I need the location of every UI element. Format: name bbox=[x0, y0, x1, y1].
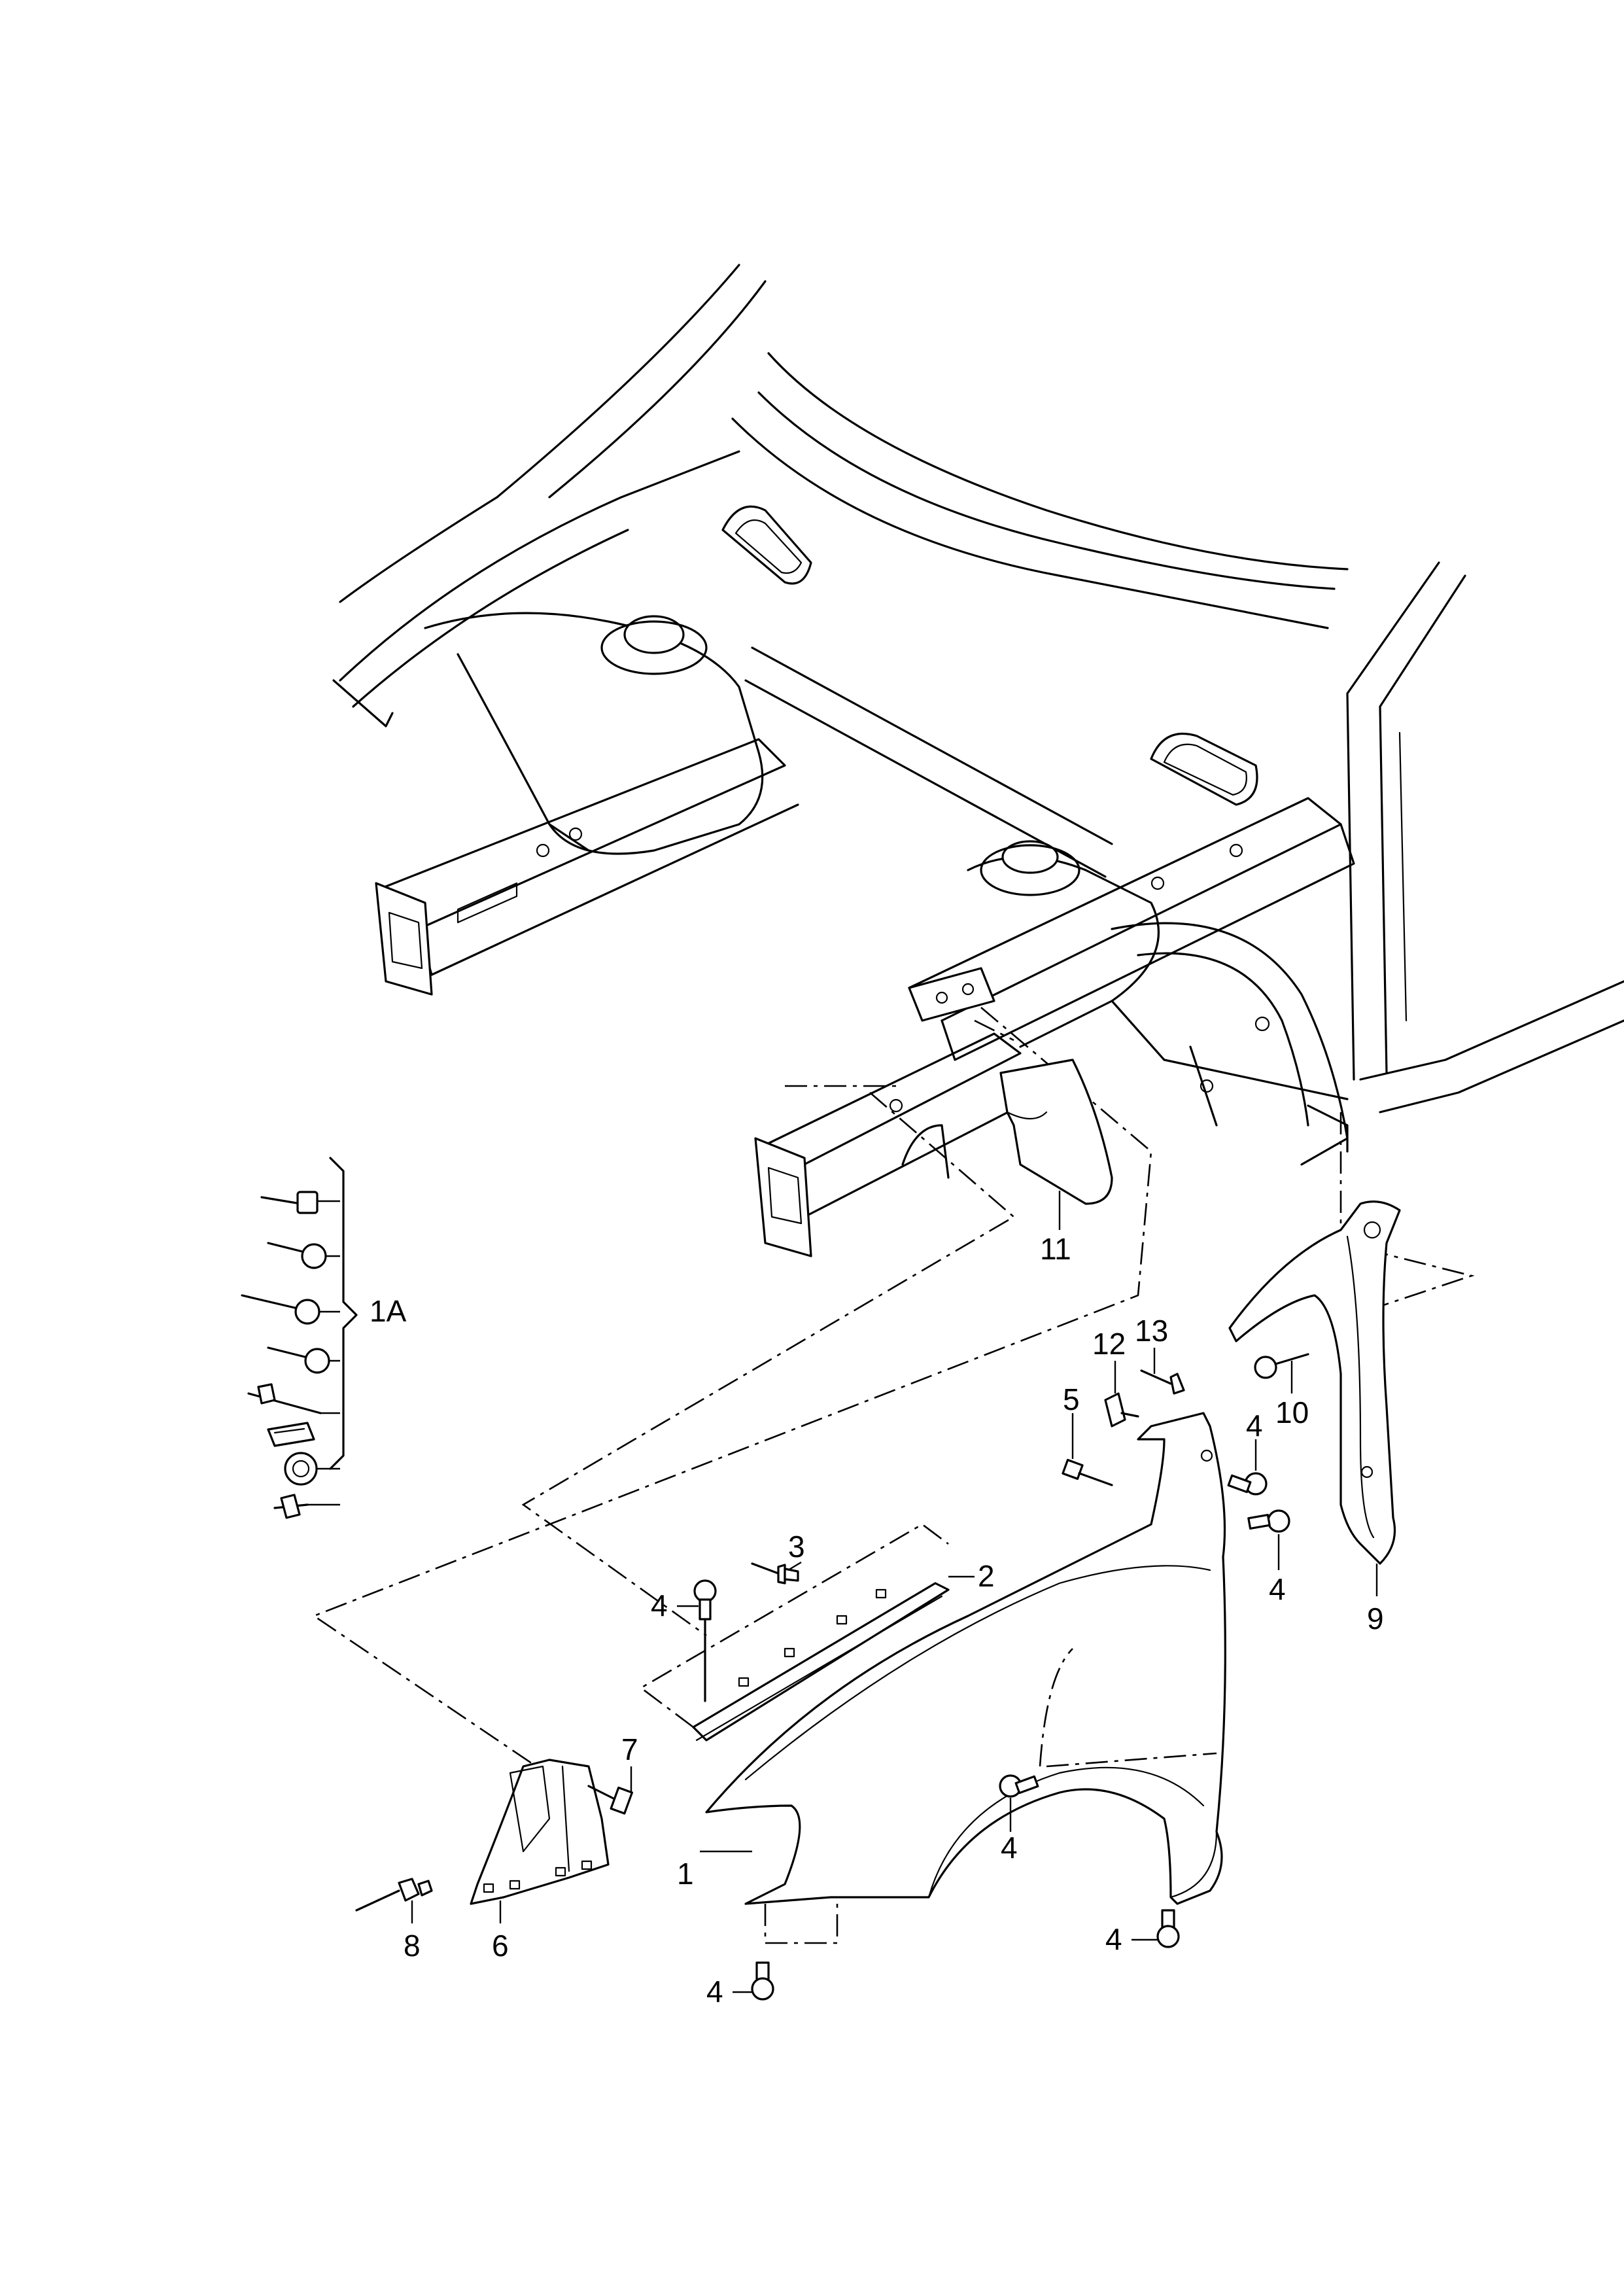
callout-10: 10 bbox=[1275, 1395, 1309, 1429]
callout-4-strip: 4 bbox=[651, 1588, 668, 1622]
part-4-bolts bbox=[677, 1439, 1290, 2001]
part-7-bolt bbox=[587, 1766, 634, 1815]
callout-labels: 1 1A 2 3 4 4 4 4 4 4 5 6 7 8 9 10 11 12 … bbox=[370, 1232, 1384, 2008]
part-5-bolt bbox=[1062, 1413, 1113, 1486]
part-11-block bbox=[999, 1059, 1113, 1230]
part-1-fender bbox=[700, 1412, 1226, 1944]
callout-11: 11 bbox=[1040, 1232, 1071, 1266]
callout-4-wheel-arch: 4 bbox=[1001, 1831, 1018, 1865]
callout-4-fender-lower: 4 bbox=[1269, 1572, 1286, 1606]
callout-13: 13 bbox=[1135, 1314, 1168, 1348]
callout-1a: 1A bbox=[370, 1294, 407, 1328]
callout-3: 3 bbox=[788, 1530, 805, 1564]
body-structure bbox=[332, 264, 1624, 1257]
callout-4-fender-upper: 4 bbox=[1246, 1409, 1263, 1443]
callout-8: 8 bbox=[404, 1929, 421, 1963]
part-3-rivet bbox=[751, 1561, 802, 1585]
callout-9: 9 bbox=[1367, 1602, 1384, 1636]
part-9-liner bbox=[1228, 1200, 1401, 1596]
part-13-rivet bbox=[1140, 1348, 1185, 1395]
part-1a-fastener-kit bbox=[241, 1157, 358, 1519]
part-12-plug bbox=[1104, 1361, 1139, 1428]
part-8-rivet bbox=[355, 1878, 433, 1923]
callout-12: 12 bbox=[1092, 1327, 1126, 1361]
part-2-strip bbox=[639, 1523, 975, 1742]
part-6-bracket bbox=[470, 1759, 610, 1923]
callout-7: 7 bbox=[621, 1732, 638, 1766]
callout-6: 6 bbox=[492, 1929, 509, 1963]
callout-1: 1 bbox=[677, 1857, 694, 1891]
callout-4-rear-bottom: 4 bbox=[1105, 1922, 1122, 1956]
part-10-screw bbox=[1254, 1353, 1309, 1393]
assembly-lines bbox=[312, 1007, 1475, 1768]
callout-5: 5 bbox=[1063, 1382, 1080, 1416]
callout-4-front-bottom: 4 bbox=[706, 1974, 723, 2008]
callout-2: 2 bbox=[978, 1559, 995, 1593]
